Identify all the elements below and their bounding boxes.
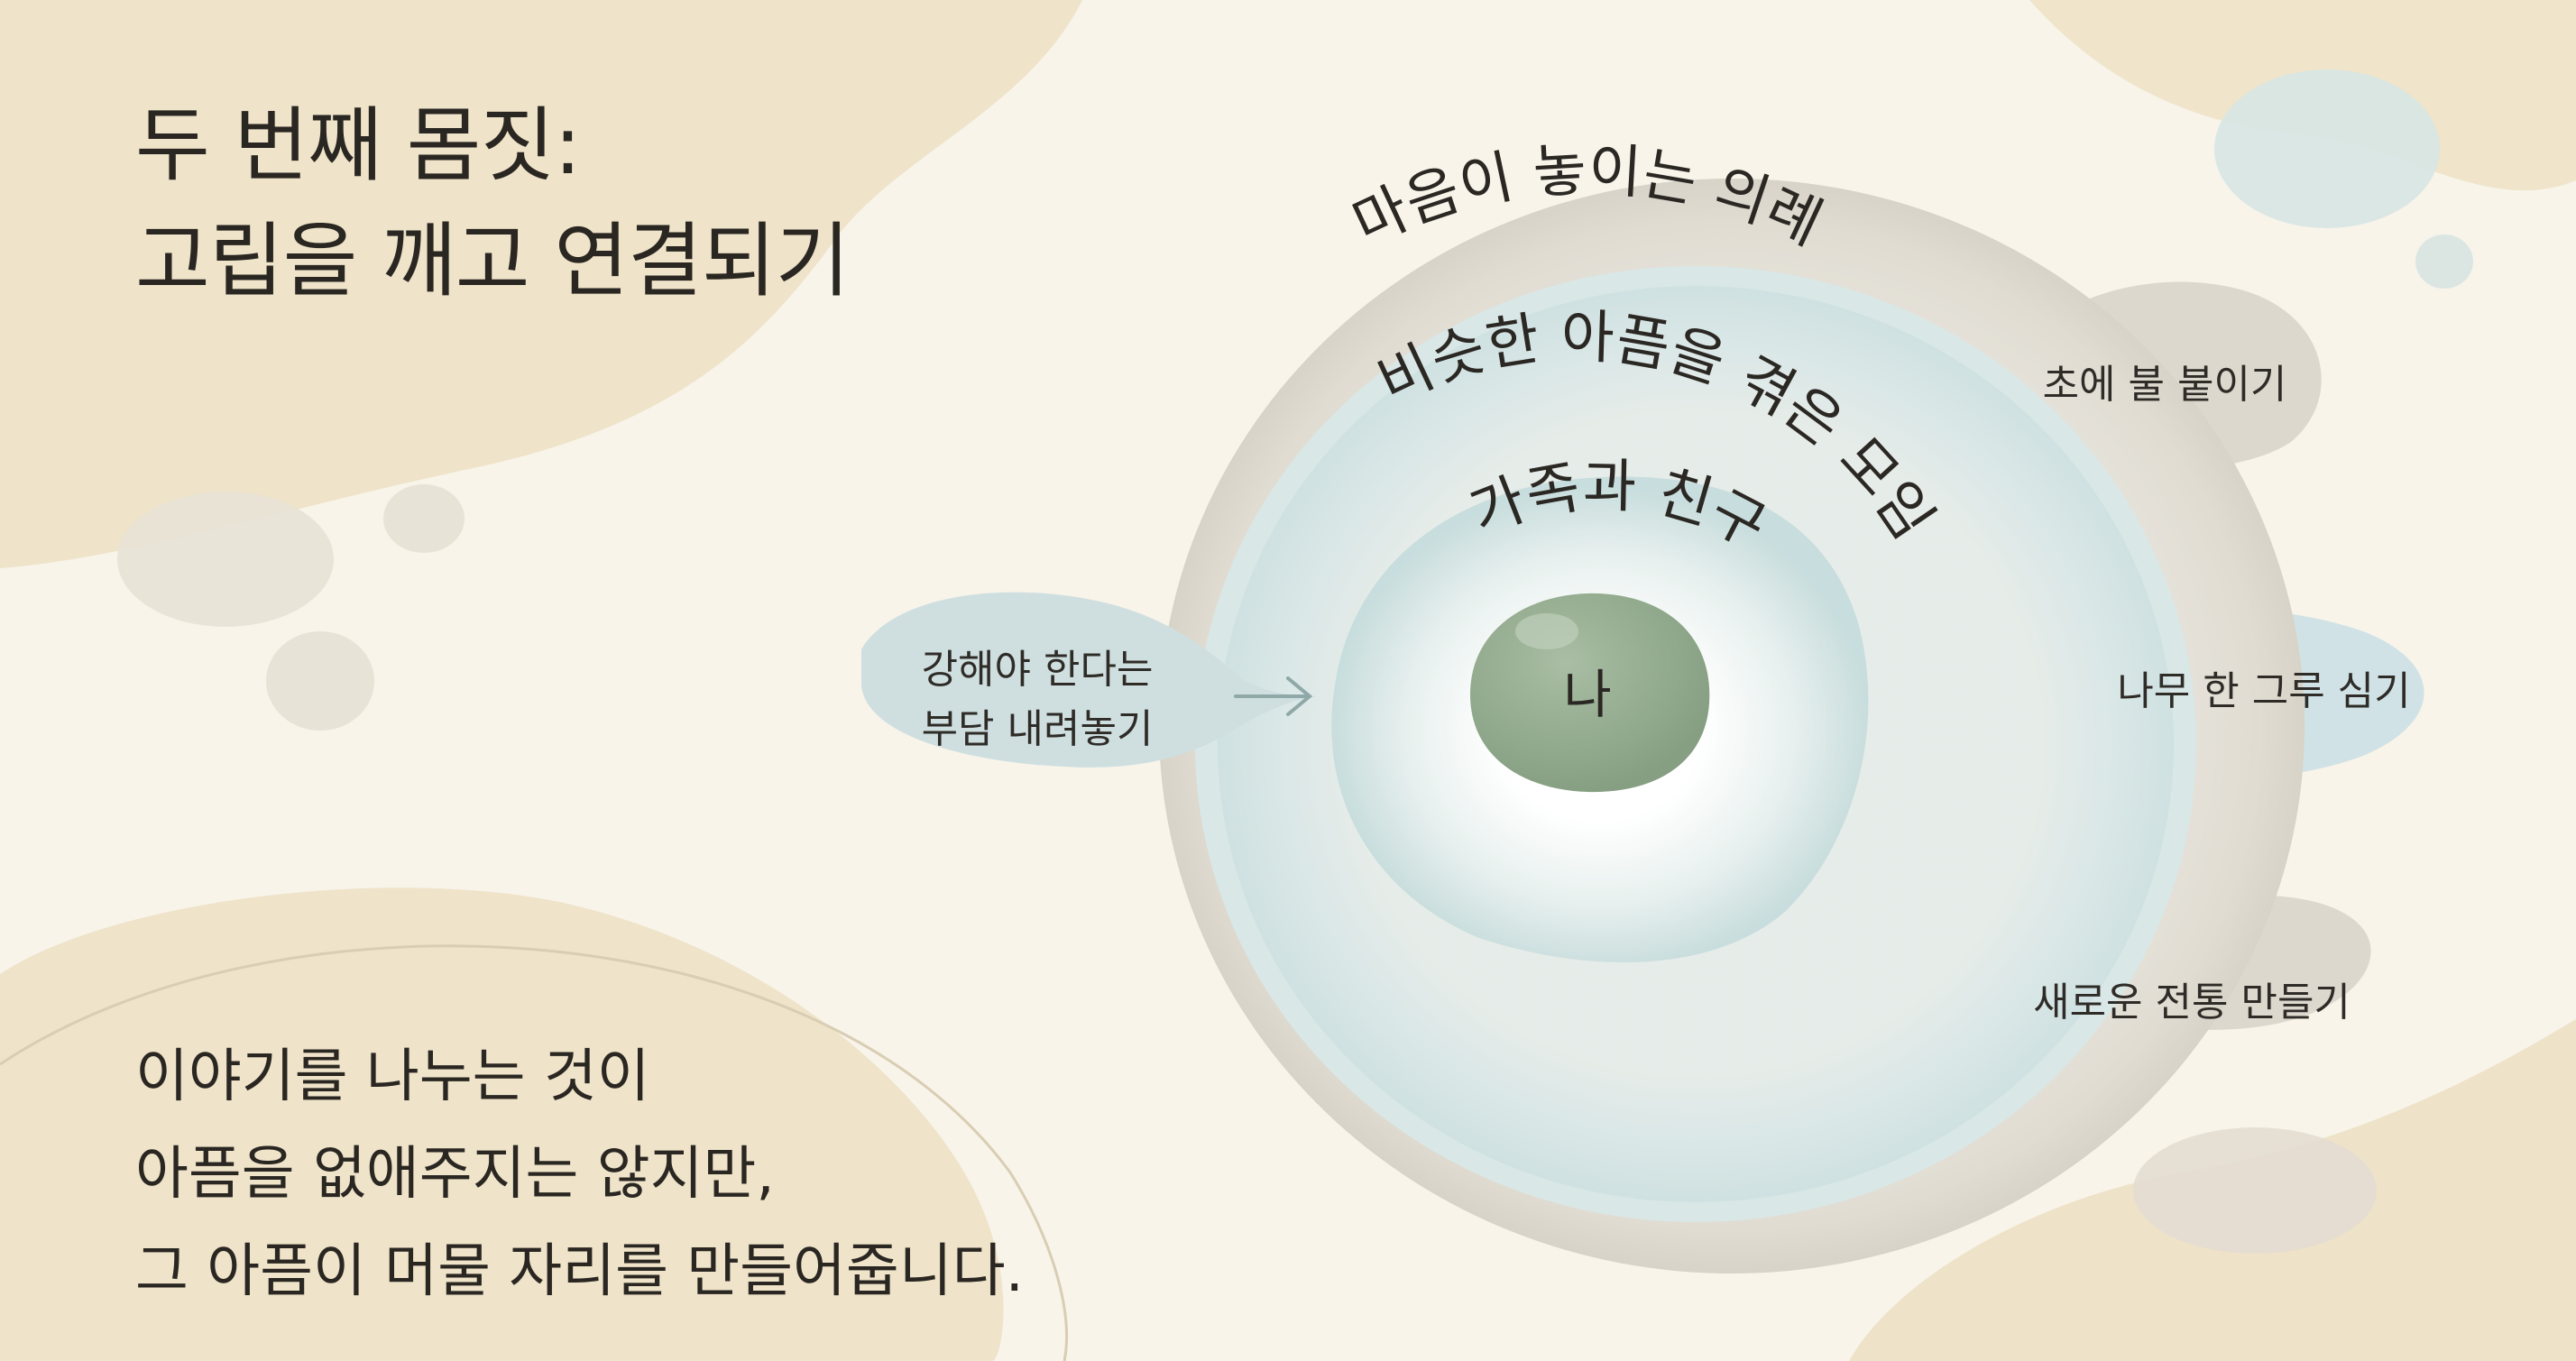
ritual-label-candle: 초에 불 붙이기 <box>2042 362 2287 408</box>
pebble-right-2 <box>2415 234 2473 289</box>
quote-line-3: 그 아픔이 머물 자리를 만들어줍니다. <box>135 1238 1024 1305</box>
pebble-right-3 <box>2133 1127 2377 1254</box>
bg-blob-bottom-left <box>0 887 1004 1361</box>
pebble-left-3 <box>266 631 374 731</box>
quote-line-2: 아픔을 없애주지는 않지만, <box>135 1141 775 1208</box>
bg-blob-top-left <box>0 0 1082 568</box>
pebble-right-1 <box>2214 69 2440 228</box>
ritual-label-tree: 나무 한 그루 심기 <box>2117 668 2411 714</box>
release-bubble-shape <box>861 592 1317 768</box>
page-title: 두 번째 몸짓: 고립을 깨고 연결되기 <box>135 88 850 319</box>
pebble-left-2 <box>383 484 465 553</box>
center-label: 나 <box>1563 664 1611 725</box>
title-line-2: 고립을 깨고 연결되기 <box>135 214 850 308</box>
release-line-1: 강해야 한다는 <box>921 647 1154 693</box>
ritual-label-tradition: 새로운 전통 만들기 <box>2033 979 2351 1025</box>
title-line-1: 두 번째 몸짓: <box>135 98 582 193</box>
release-arrow <box>1234 676 1313 716</box>
quote-line-1: 이야기를 나누는 것이 <box>135 1044 650 1110</box>
bg-thin-line <box>0 944 1068 1361</box>
quote-text: 이야기를 나누는 것이 아픔을 없애주지는 않지만, 그 아픔이 머물 자리를 … <box>135 1028 1024 1320</box>
pebble-left-1 <box>117 492 334 627</box>
release-bubble-label: 강해야 한다는 부담 내려놓기 <box>902 640 1173 759</box>
center-highlight <box>1515 613 1578 649</box>
release-line-2: 부담 내려놓기 <box>921 706 1154 752</box>
